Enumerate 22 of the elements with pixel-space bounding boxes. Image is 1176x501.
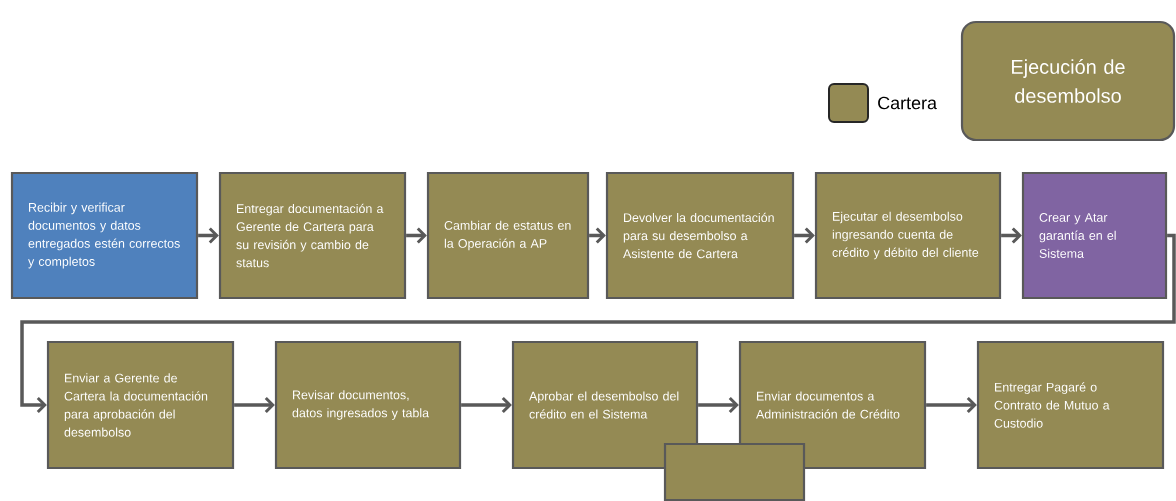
process-box: Recibir y verificar documentos y datos entregados estén correctos y completos [10,171,199,300]
heading-box: Ejecución de desembolso [960,20,1176,142]
arrow [926,396,977,414]
process-box: Ejecutar el desembolso ingresando cuenta de crédito y débito del cliente [814,171,1002,300]
legend-label: Cartera [878,96,937,110]
process-box: Revisar documentos, datos ingresados y tabla [274,340,462,470]
system-box [663,442,806,501]
process-box: Entregar Pagaré o Contrato de Mutuo a Custodio [976,340,1165,470]
arrow [234,396,275,414]
process-box: Crear y Atar garantía en el Sistema [1021,171,1168,300]
arrow [698,396,739,414]
process-box: Cambiar de estatus en la Operación a AP [426,171,590,300]
process-box: Aprobar el desembolso del crédito en el Sistema [511,340,699,470]
arrow [1001,227,1022,244]
process-box: Devolver la documentación para su desembolso a Asistente de Cartera [605,171,795,300]
arrow [461,396,512,414]
process-box: Enviar a Gerente de Cartera la documentación para aprobación del desembolso [46,340,235,470]
arrow [198,227,219,244]
arrow [406,227,427,244]
arrow [20,233,1176,414]
process-box: Entregar documentación a Gerente de Cartera para su revisión y cambio de status [218,171,407,300]
arrow [794,227,815,244]
